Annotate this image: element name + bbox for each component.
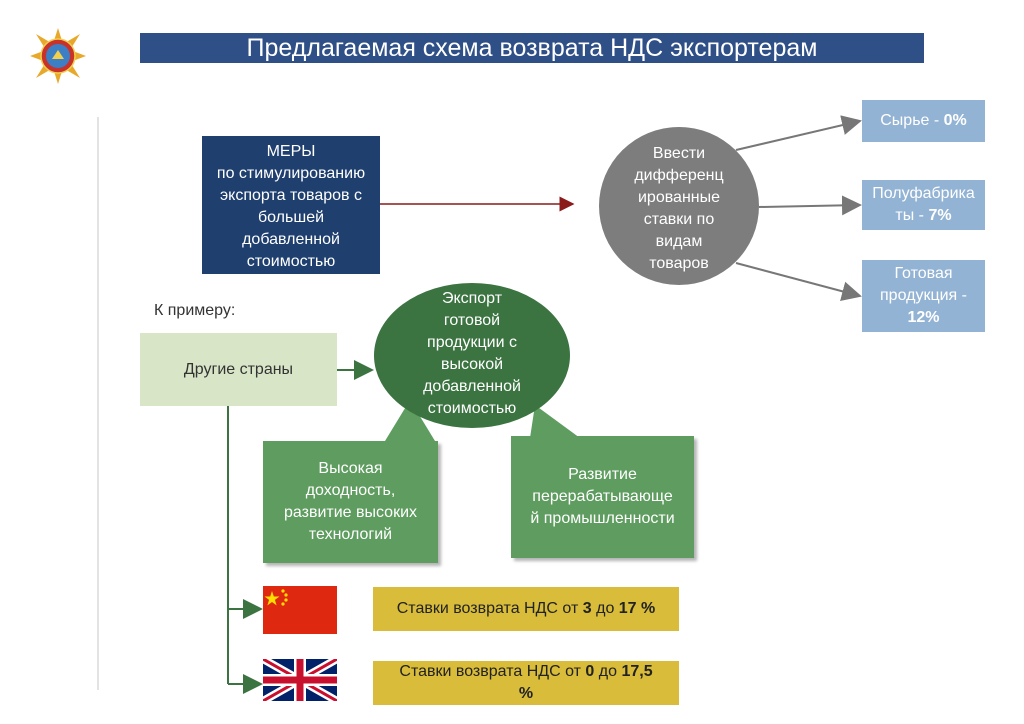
page-title: Предлагаемая схема возврата НДС экспорте… — [140, 33, 924, 63]
rate-label: ты - — [895, 207, 929, 224]
circle-line: высокой — [440, 356, 504, 373]
arrow-to-raw — [735, 115, 862, 151]
semi-finished-rate-box: Полуфабрика ты - 7% — [862, 180, 985, 230]
differentiated-rates-circle: Ввести дифференц ированные ставки по вид… — [599, 127, 759, 285]
rate-suffix: % — [518, 685, 534, 702]
circle-line: добавленной — [423, 378, 521, 395]
callout-line: развитие высоких — [283, 504, 417, 521]
callout-right-tail — [530, 405, 580, 438]
measures-line: по стимулированию — [216, 165, 366, 182]
circle-line: ированные — [637, 189, 721, 206]
callout-line: перерабатывающе — [532, 488, 673, 505]
raw-materials-rate-box: Сырье - 0% — [862, 100, 985, 142]
china-flag — [263, 586, 337, 634]
uk-rate-box: Ставки возврата НДС от 0 до 17,5 % — [373, 661, 679, 705]
organization-logo — [28, 26, 88, 86]
rate-value: 12% — [907, 309, 940, 326]
other-countries-box: Другие страны — [140, 333, 337, 406]
china-rate-box: Ставки возврата НДС от 3 до 17 % — [373, 587, 679, 631]
circle-line: стоимостью — [427, 400, 517, 417]
processing-industry-callout: Развитие перерабатывающе й промышленност… — [511, 436, 694, 558]
circle-line: Экспорт — [441, 290, 503, 307]
rate-prefix: Ставки возврата НДС от — [396, 600, 583, 617]
measures-box: МЕРЫ по стимулированию экспорта товаров … — [202, 136, 380, 274]
rate-value: 7% — [928, 207, 952, 224]
callout-line: Развитие — [568, 466, 637, 483]
callout-left-tail — [385, 400, 435, 441]
rate-mid: до — [591, 600, 619, 617]
circle-line: дифференц — [634, 167, 724, 184]
rate-label: Готовая — [894, 265, 953, 282]
arrow-to-semi — [758, 195, 862, 216]
circle-line: продукции с — [427, 334, 517, 351]
measures-line: стоимостью — [246, 253, 336, 270]
circle-line: ставки по — [643, 211, 715, 228]
rate-mid: до — [594, 663, 622, 680]
rate-label: Полуфабрика — [872, 185, 975, 202]
export-circle: Экспорт готовой продукции с высокой доба… — [374, 283, 570, 428]
rate-to: 17,5 — [621, 663, 653, 680]
rate-label: Сырье - — [880, 112, 944, 129]
callout-line: й промышленности — [530, 510, 675, 527]
circle-line: готовой — [443, 312, 501, 329]
measures-line: большей — [257, 209, 325, 226]
rate-label: продукция - — [880, 287, 967, 304]
callout-line: технологий — [308, 526, 393, 543]
rate-prefix: Ставки возврата НДС от — [399, 663, 586, 680]
example-label: К примеру: — [154, 302, 236, 319]
uk-flag — [261, 655, 339, 705]
divider-line — [97, 117, 99, 690]
rate-from: 3 — [582, 600, 592, 617]
circle-line: видам — [655, 233, 703, 250]
high-profit-callout: Высокая доходность, развитие высоких тех… — [263, 441, 438, 563]
callout-line: доходность, — [305, 482, 396, 499]
circle-line: товаров — [649, 255, 709, 272]
measures-line: экспорта товаров с — [220, 187, 362, 204]
measures-line: МЕРЫ — [266, 143, 316, 160]
rate-from: 0 — [585, 663, 595, 680]
finished-products-rate-box: Готовая продукция - 12% — [862, 260, 985, 332]
arrow-to-finished — [735, 262, 862, 302]
callout-line: Высокая — [318, 460, 383, 477]
rate-to: 17 % — [618, 600, 656, 617]
rate-value: 0% — [943, 112, 967, 129]
circle-line: Ввести — [652, 145, 706, 162]
measures-line: добавленной — [242, 231, 340, 248]
